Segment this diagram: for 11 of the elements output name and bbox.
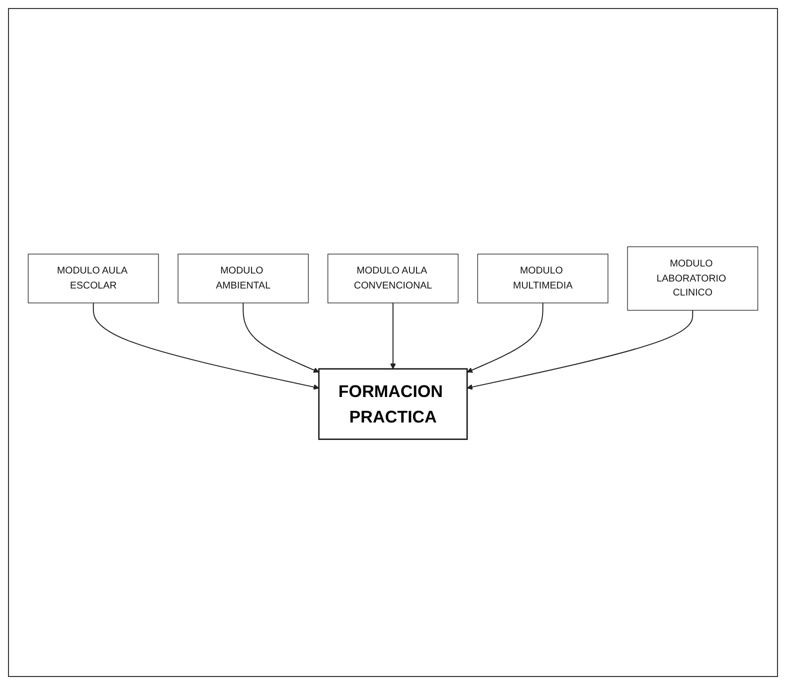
node-box: MODULO MULTIMEDIA <box>477 253 608 303</box>
arrow <box>242 302 320 372</box>
node-box: MODULO LABORATORIO CLINICO <box>627 246 758 310</box>
node-box: MODULO AMBIENTAL <box>178 253 309 303</box>
node-box: FORMACION PRACTICA <box>318 368 468 440</box>
arrow <box>466 302 544 372</box>
node-box: MODULO AULA CONVENCIONAL <box>328 253 458 303</box>
arrow <box>390 302 396 369</box>
arrow <box>92 302 320 390</box>
node-box: MODULO AULA ESCOLAR <box>28 253 159 303</box>
arrow <box>466 309 694 390</box>
